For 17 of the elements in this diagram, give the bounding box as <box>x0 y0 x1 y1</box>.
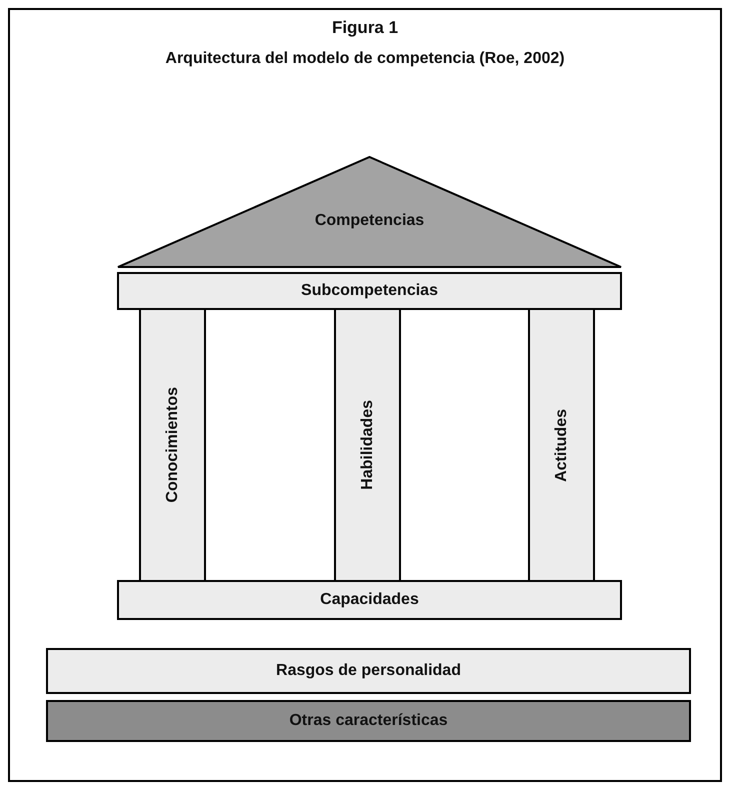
level-label: Otras características <box>289 712 448 730</box>
figure-caption: Arquitectura del modelo de competencia (Roe, 2002) <box>164 50 566 68</box>
level-label: Competencias <box>314 212 424 229</box>
layer-bar <box>117 272 622 310</box>
level-label: Actitudes <box>552 408 570 482</box>
level-label: Capacidades <box>320 591 419 609</box>
layer-bar <box>46 700 691 742</box>
level-label: Habilidades <box>358 400 376 490</box>
layer-bar <box>117 580 622 620</box>
pillar-column <box>528 308 595 582</box>
figure-title: Figura 1 <box>330 18 400 38</box>
level-label: Rasgos de personalidad <box>276 662 461 680</box>
pillar-column <box>334 308 401 582</box>
pillar-column <box>139 308 206 582</box>
level-label: Subcompetencias <box>301 282 438 300</box>
layer-bar <box>46 648 691 694</box>
level-label: Conocimientos <box>164 387 182 503</box>
